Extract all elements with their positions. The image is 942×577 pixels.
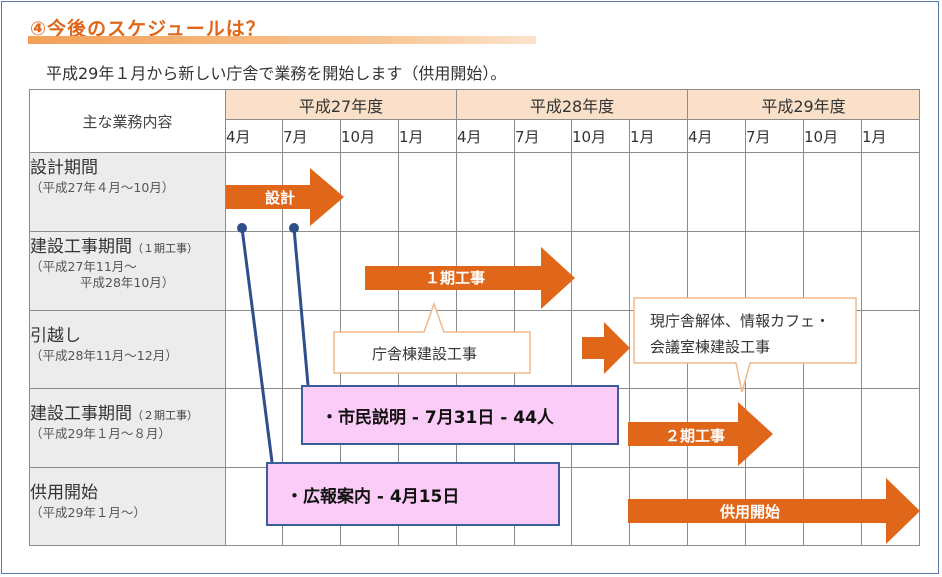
- row-title: 供用開始: [30, 483, 98, 503]
- section-subtitle: 平成29年１月から新しい庁舎で業務を開始します（供用開始）。: [46, 64, 507, 83]
- year-header-h27: 平成27年度: [225, 89, 457, 120]
- row-title: 設計期間: [30, 158, 98, 178]
- row-label-design: 設計期間 （平成27年４月～10月）: [29, 152, 226, 232]
- row-title: 建設工事期間: [30, 404, 132, 424]
- row-period: （平成28年11月～12月）: [30, 348, 178, 363]
- year-header-h29: 平成29年度: [687, 89, 920, 120]
- month-header: 7月: [745, 119, 804, 153]
- row-period: （平成27年11月～ 平成28年10月）: [30, 259, 175, 290]
- row-note: （２期工事）: [132, 409, 198, 422]
- month-header: 10月: [803, 119, 862, 153]
- design-arrow-label: 設計: [264, 189, 295, 207]
- row-title: 建設工事期間: [30, 237, 132, 257]
- opening-arrow-label: 供用開始: [719, 503, 780, 521]
- section-title: ④今後のスケジュールは？: [30, 18, 266, 40]
- month-header: 10月: [340, 119, 399, 153]
- row-label-opening: 供用開始 （平成29年１月～）: [29, 467, 226, 546]
- month-header: 10月: [571, 119, 630, 153]
- row-title: 引越し: [30, 326, 81, 346]
- month-header: 4月: [225, 119, 283, 153]
- row-note: （１期工事）: [132, 242, 198, 255]
- phase1-arrow: [365, 247, 575, 309]
- title-underline: [28, 36, 536, 44]
- briefing-note: ・市民説明 - 7月31日 - 44人: [301, 385, 619, 445]
- briefing-note-text: ・市民説明 - 7月31日 - 44人: [321, 407, 554, 428]
- phase1-arrow-label: １期工事: [424, 269, 485, 287]
- row-label-construction-1: 建設工事期間（１期工事） （平成27年11月～ 平成28年10月）: [29, 231, 226, 311]
- moving-arrow: [582, 322, 630, 374]
- month-header: 7月: [514, 119, 572, 153]
- demolition-callout-line1: 現庁舎解体、情報カフェ・: [650, 312, 831, 330]
- phase2-arrow-label: ２期工事: [664, 427, 725, 445]
- corner-header: 主な業務内容: [29, 89, 226, 153]
- row-label-construction-2: 建設工事期間（２期工事） （平成29年１月～８月）: [29, 388, 226, 468]
- row-period: （平成27年４月～10月）: [30, 180, 175, 195]
- pr-note: ・広報案内 - 4月15日: [266, 462, 560, 526]
- demolition-callout-line2: 会議室棟建設工事: [650, 338, 771, 356]
- month-header: 4月: [456, 119, 515, 153]
- row-label-moving: 引越し （平成28年11月～12月）: [29, 310, 226, 389]
- row-period: （平成29年１月～）: [30, 505, 146, 520]
- pr-note-text: ・広報案内 - 4月15日: [286, 486, 460, 507]
- year-header-h28: 平成28年度: [456, 89, 688, 120]
- month-header: 1月: [861, 119, 920, 153]
- row-period: （平成29年１月～８月）: [30, 426, 171, 441]
- design-arrow: [226, 168, 344, 226]
- phase2-arrow: [628, 402, 773, 466]
- month-header: 4月: [687, 119, 746, 153]
- opening-arrow: [628, 478, 920, 544]
- building-callout: 庁舎棟建設工事: [372, 345, 478, 363]
